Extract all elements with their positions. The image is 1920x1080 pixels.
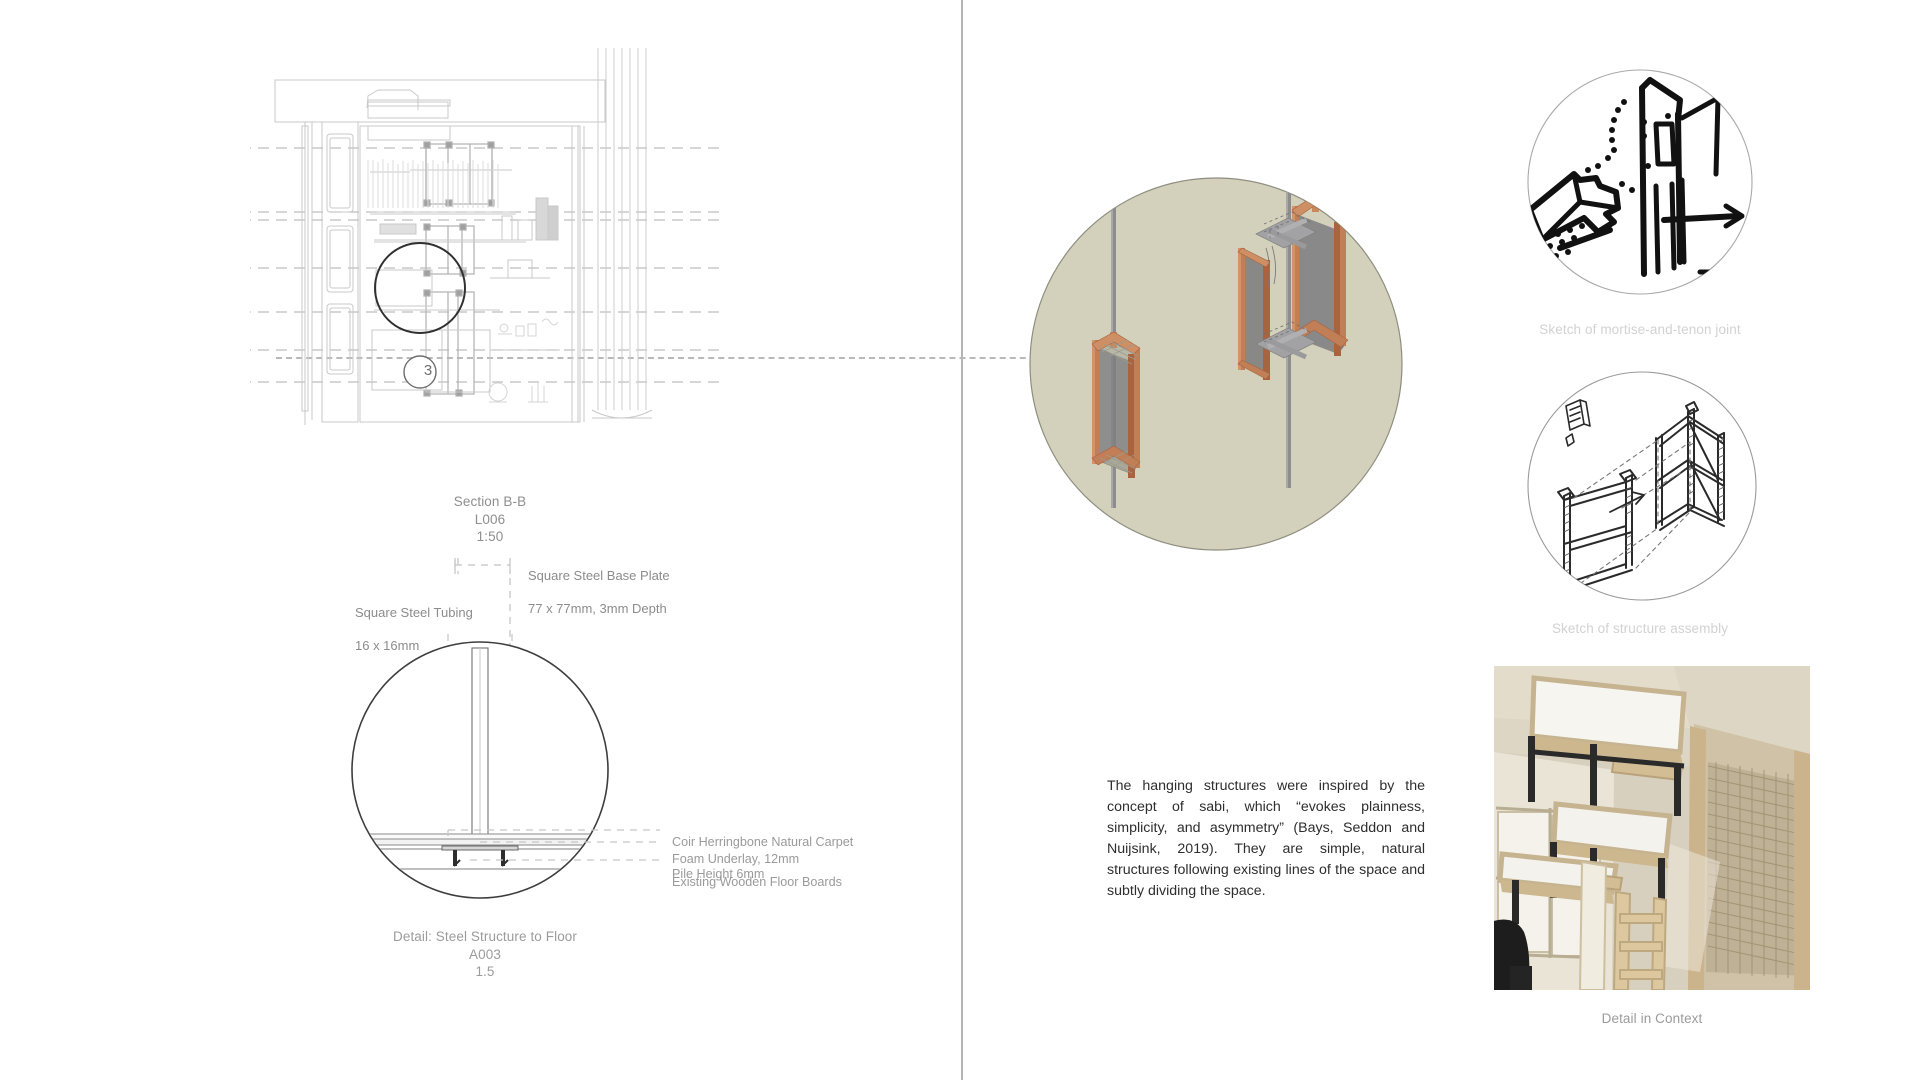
detail-caption: Detail: Steel Structure to Floor A003 1.… bbox=[392, 929, 578, 979]
annotation-carpet-spec: Pile Height 6mm bbox=[672, 867, 765, 881]
annotation-steel-tubing-spec: 16 x 16mm bbox=[355, 637, 420, 653]
annotation-steel-tubing-title: Square Steel Tubing bbox=[355, 604, 473, 620]
annotation-base-plate: Square Steel Base Plate 77 x 77mm, 3mm D… bbox=[528, 551, 788, 634]
photo-caption: Detail in Context bbox=[1601, 1011, 1703, 1026]
isometric-hanging-structure bbox=[1020, 168, 1420, 568]
sketch-mortise-and-tenon bbox=[1522, 62, 1762, 302]
sketch-mortise-caption: Sketch of mortise-and-tenon joint bbox=[1539, 322, 1741, 337]
section-drawing bbox=[222, 30, 730, 430]
section-callout-number: 3 bbox=[423, 362, 433, 379]
annotation-underlay: Foam Underlay, 12mm bbox=[672, 852, 800, 866]
annotation-floorboards: Existing Wooden Floor Boards bbox=[672, 875, 842, 889]
annotation-base-plate-spec: 77 x 77mm, 3mm Depth bbox=[528, 600, 667, 616]
vertical-divider bbox=[961, 0, 963, 1080]
sketch-structure-assembly bbox=[1522, 362, 1762, 612]
annotation-carpet-title: Coir Herringbone Natural Carpet bbox=[672, 835, 854, 849]
connector-dashed-line bbox=[276, 357, 1066, 359]
annotation-carpet: Coir Herringbone Natural Carpet Pile Hei… bbox=[672, 818, 902, 898]
detail-in-context-photo bbox=[1494, 666, 1810, 990]
narrative-paragraph: The hanging structures were inspired by … bbox=[1107, 778, 1425, 899]
detail-circle-drawing bbox=[330, 595, 660, 910]
annotation-base-plate-title: Square Steel Base Plate bbox=[528, 567, 670, 583]
section-caption: Section B-B L006 1:50 bbox=[453, 494, 527, 544]
annotation-steel-tubing: Square Steel Tubing 16 x 16mm bbox=[355, 588, 575, 671]
sketch-assembly-caption: Sketch of structure assembly bbox=[1551, 621, 1729, 636]
